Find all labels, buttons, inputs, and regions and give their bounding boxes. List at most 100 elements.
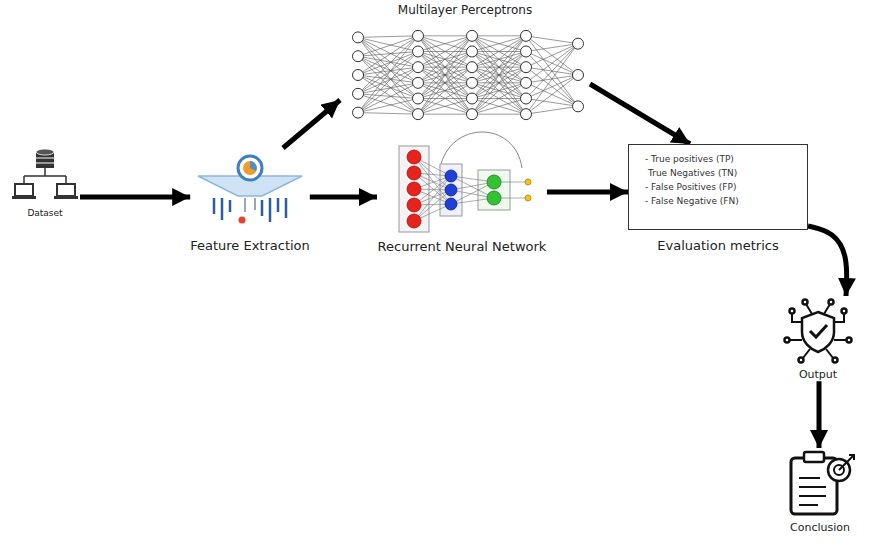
figure-stroke xyxy=(472,36,526,83)
figure-stroke xyxy=(785,338,790,343)
figure-stroke xyxy=(526,44,578,99)
figure-stroke xyxy=(418,36,472,114)
figure-stroke xyxy=(418,36,472,83)
output-node: Output xyxy=(783,296,853,381)
figure-stroke xyxy=(525,179,531,185)
figure-stroke xyxy=(418,99,472,115)
figure-stroke xyxy=(472,99,526,115)
figure-stroke xyxy=(418,36,472,83)
mlp-node: Multilayer Perceptrons xyxy=(340,3,590,125)
figure-stroke xyxy=(358,36,418,56)
flow-arrow xyxy=(817,381,822,448)
figure-stroke xyxy=(254,198,256,210)
figure-stroke xyxy=(353,70,364,81)
figure-stroke xyxy=(847,338,852,343)
figure-stroke xyxy=(440,132,522,168)
figure-stroke xyxy=(238,156,262,180)
figure-stroke xyxy=(487,175,501,205)
figure-stroke xyxy=(353,88,364,99)
figure-stroke xyxy=(358,52,418,113)
node-label: Recurrent Neural Network xyxy=(377,239,547,255)
figure-stroke xyxy=(526,36,578,75)
metric-item: - False Negative (FN) xyxy=(645,195,797,209)
figure-stroke xyxy=(418,52,472,115)
figure-stroke xyxy=(358,83,418,94)
figure-stroke xyxy=(472,36,526,99)
figure-stroke xyxy=(790,309,795,314)
conclusion-clipboard-icon xyxy=(791,452,854,514)
figure-stroke xyxy=(413,62,424,73)
figure-stroke xyxy=(799,478,826,505)
figure-stroke xyxy=(221,198,224,220)
figure-stroke xyxy=(418,35,472,36)
figure-stroke xyxy=(418,36,472,67)
figure-stroke xyxy=(526,44,578,115)
figure-stroke xyxy=(526,67,578,106)
figure-stroke xyxy=(353,32,364,43)
figure-stroke xyxy=(802,312,834,352)
figure-stroke xyxy=(413,30,424,41)
figure-stroke xyxy=(526,75,578,114)
figure-stroke xyxy=(57,184,75,196)
figure-stroke xyxy=(213,198,216,214)
figure-stroke xyxy=(526,106,578,114)
mlp-network-figure xyxy=(353,30,584,119)
figure-stroke xyxy=(472,83,526,114)
feature-extraction-node: Feature Extraction xyxy=(190,148,310,254)
figure-stroke xyxy=(269,198,272,222)
figure-stroke xyxy=(472,99,526,115)
figure-stroke xyxy=(353,51,364,62)
figure-stroke xyxy=(467,109,478,120)
figure-stroke xyxy=(472,36,526,83)
figure-slot xyxy=(340,21,590,125)
figure-stroke xyxy=(525,179,531,201)
figure-stroke xyxy=(418,52,472,115)
figure-stroke xyxy=(413,109,424,120)
figure-stroke xyxy=(358,75,418,99)
icon-slot xyxy=(377,143,547,233)
figure-stroke xyxy=(803,300,808,305)
figure-stroke xyxy=(418,36,472,99)
figure-stroke xyxy=(413,77,424,88)
figure-stroke xyxy=(521,30,532,41)
node-label: Conclusion xyxy=(784,521,856,534)
figure-stroke xyxy=(472,35,526,36)
figure-stroke xyxy=(521,93,532,104)
figure-stroke xyxy=(36,163,54,164)
figure-stroke xyxy=(418,99,472,115)
figure-stroke xyxy=(472,52,526,115)
flow-arrow xyxy=(547,190,628,195)
figure-stroke xyxy=(418,36,472,99)
node-label: Feature Extraction xyxy=(190,238,310,254)
figure-stroke xyxy=(418,114,472,115)
conclusion-node: Conclusion xyxy=(784,448,856,534)
figure-stroke xyxy=(467,77,478,88)
flow-arrow xyxy=(808,226,847,296)
rnn-node: Recurrent Neural Network xyxy=(377,143,547,255)
figure-stroke xyxy=(244,198,246,212)
figure-stroke xyxy=(521,46,532,57)
figure-stroke xyxy=(277,198,280,212)
figure-stroke xyxy=(407,150,421,164)
figure-stroke xyxy=(229,200,232,212)
figure-stroke xyxy=(799,358,804,363)
figure-stroke xyxy=(418,36,472,52)
figure-stroke xyxy=(407,182,421,196)
figure-stroke xyxy=(526,44,578,52)
figure-stroke xyxy=(467,93,478,104)
node-label: Evaluation metrics xyxy=(628,238,808,254)
figure-stroke xyxy=(833,358,838,363)
node-title: Multilayer Perceptrons xyxy=(340,3,590,17)
figure-stroke xyxy=(353,107,364,118)
figure-stroke xyxy=(573,70,584,81)
figure-stroke xyxy=(573,38,584,49)
flow-arrow xyxy=(590,84,690,144)
figure-stroke xyxy=(358,94,418,114)
figure-stroke xyxy=(261,200,264,216)
icon-slot xyxy=(195,148,305,232)
figure-stroke xyxy=(526,44,578,83)
figure-stroke xyxy=(472,52,526,115)
figure-stroke xyxy=(418,36,472,114)
